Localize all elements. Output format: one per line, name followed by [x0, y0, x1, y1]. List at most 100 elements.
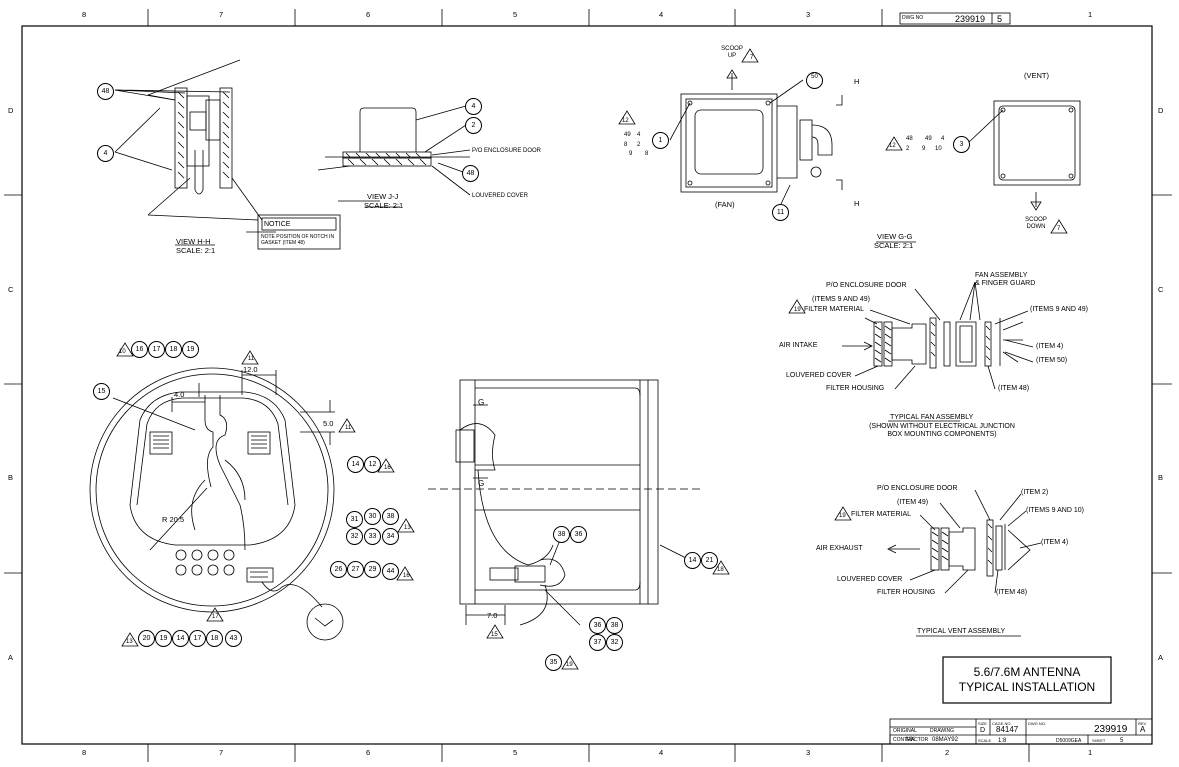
tb-cage-label: CAGE NO.	[992, 721, 1012, 726]
vent-item-49: 49	[925, 136, 932, 142]
triangle-note-19: 19	[566, 662, 573, 668]
balloon-29: 29	[364, 561, 381, 578]
fan-item-4-label: (ITEM 4)	[1036, 343, 1064, 350]
fan-item-48-label: (ITEM 48)	[998, 385, 1030, 392]
corner-dwg-number: 239919	[955, 14, 986, 24]
triangle-note-13a: 13	[404, 525, 411, 531]
vent-louvered-label: LOUVERED COVER	[837, 576, 903, 583]
view-jj-scale: SCALE: 2:1	[364, 201, 404, 210]
fan-louvered-label: LOUVERED COVER	[786, 372, 852, 379]
view-jj-drawing	[317, 105, 471, 202]
balloon-43: 43	[225, 630, 242, 647]
tb-original: ORIGINAL	[893, 728, 917, 734]
dim-4: 4.0	[174, 390, 185, 399]
drawing-border	[21, 25, 1153, 745]
main-title-line2: TYPICAL INSTALLATION	[958, 680, 1096, 694]
fan-label: (FAN)	[715, 200, 735, 209]
zone-ticks	[4, 9, 1172, 762]
fan-assembly-drawing	[842, 281, 1034, 422]
triangle-note-19-fan: 19	[794, 307, 801, 313]
dim-7: 7.0	[487, 611, 498, 620]
zone-bottom-3: 3	[806, 748, 811, 757]
view-hh-drawing	[114, 59, 263, 221]
triangle-note-10: 10	[119, 349, 126, 355]
tb-drawing: DRAWING	[930, 728, 954, 734]
balloon-48-jj: 48	[462, 165, 479, 182]
vent-item-2: 2	[906, 146, 910, 152]
tb-size-label: SIZE	[978, 721, 987, 726]
balloon-38b: 38	[606, 617, 623, 634]
zone-top-4: 4	[659, 10, 664, 19]
triangle-note-19-vent: 19	[839, 513, 846, 519]
dim-5: 5.0	[323, 419, 334, 428]
title-block	[889, 718, 1153, 745]
balloon-44: 44	[382, 563, 399, 580]
balloon-32: 32	[346, 528, 363, 545]
balloon-30: 30	[364, 508, 381, 525]
balloon-3: 3	[953, 136, 970, 153]
balloon-14-side: 14	[684, 552, 701, 569]
zone-bottom-1: 1	[1088, 748, 1093, 757]
notice-text: NOTE POSITION OF NOTCH IN GASKET (ITEM 4…	[261, 234, 335, 246]
balloon-31: 31	[346, 511, 363, 528]
triangle-note-13b: 13	[126, 639, 133, 645]
balloon-38-front: 38	[382, 508, 399, 525]
fan-item-49: 49	[624, 132, 631, 138]
zone-left-c: C	[8, 285, 14, 294]
zone-bottom-6: 6	[366, 748, 371, 757]
main-title-line1: 5.6/7.6M ANTENNA	[973, 665, 1081, 679]
zone-right-a: A	[1158, 653, 1164, 662]
g-label-bottom: G	[478, 479, 485, 488]
fan-assembly-subtitle: (SHOWN WITHOUT ELECTRICAL JUNCTION BOX M…	[869, 423, 1015, 438]
zone-top-1: 1	[1088, 10, 1093, 19]
balloon-14b: 14	[172, 630, 189, 647]
vent-item-49-label: (ITEM 49)	[897, 499, 929, 506]
corner-dwg-box	[899, 12, 1011, 25]
vent-item-2-label: (ITEM 2)	[1021, 489, 1049, 496]
fan-item-8b: 8	[645, 151, 649, 157]
triangle-note-11b: 11	[345, 425, 352, 431]
triangle-note-16a: 16	[384, 465, 391, 471]
zone-top-7: 7	[219, 10, 224, 19]
balloon-19-front: 19	[182, 341, 199, 358]
g-label-top: G	[478, 398, 485, 407]
fan-item-9: 9	[629, 151, 633, 157]
zone-right-c: C	[1158, 285, 1164, 294]
vent-item-48-label: (ITEM 48)	[996, 589, 1028, 596]
balloon-15: 15	[93, 383, 110, 400]
fan-item-4: 4	[637, 132, 641, 138]
zone-bottom-8: 8	[82, 748, 87, 757]
balloon-48: 48	[97, 83, 114, 100]
fan-items-9-49-right: (ITEMS 9 AND 49)	[1030, 306, 1088, 313]
triangle-note-12b: 12	[889, 143, 896, 149]
balloon-21: 21	[701, 552, 718, 569]
vent-filter-label: FILTER MATERIAL	[851, 511, 912, 518]
fan-item-8: 8	[624, 142, 628, 148]
triangle-note-18: 18	[717, 567, 724, 573]
tb-sheet: 5	[1120, 738, 1124, 744]
tb-file: D5009GEA	[1056, 738, 1082, 744]
balloon-27: 27	[347, 561, 364, 578]
balloon-17b: 17	[189, 630, 206, 647]
view-gg-scale: SCALE: 2:1	[874, 241, 914, 250]
jj-door-label: P/O ENCLOSURE DOOR	[472, 148, 542, 154]
fan-filter-label: FILTER MATERIAL	[804, 306, 865, 313]
triangle-note-15: 15	[491, 632, 498, 638]
fan-items-9-49-left: (ITEMS 9 AND 49)	[812, 296, 870, 303]
vent-item-10: 10	[935, 146, 942, 152]
balloon-19b: 19	[155, 630, 172, 647]
balloon-36b: 36	[589, 617, 606, 634]
vent-housing-label: FILTER HOUSING	[877, 589, 936, 596]
balloon-16-front: 16	[131, 341, 148, 358]
triangle-note-16b: 16	[403, 573, 410, 579]
note-triangles	[116, 48, 1068, 670]
jj-cover-label: LOUVERED COVER	[472, 193, 529, 199]
zone-bottom-4: 4	[659, 748, 664, 757]
balloon-4-jj: 4	[465, 98, 482, 115]
vent-door-label: P/O ENCLOSURE DOOR	[877, 485, 958, 492]
dim-12: 12.0	[243, 365, 258, 374]
air-intake-label: AIR INTAKE	[779, 342, 818, 349]
zone-bottom-7: 7	[219, 748, 224, 757]
tb-scale: 1:8	[998, 738, 1007, 744]
